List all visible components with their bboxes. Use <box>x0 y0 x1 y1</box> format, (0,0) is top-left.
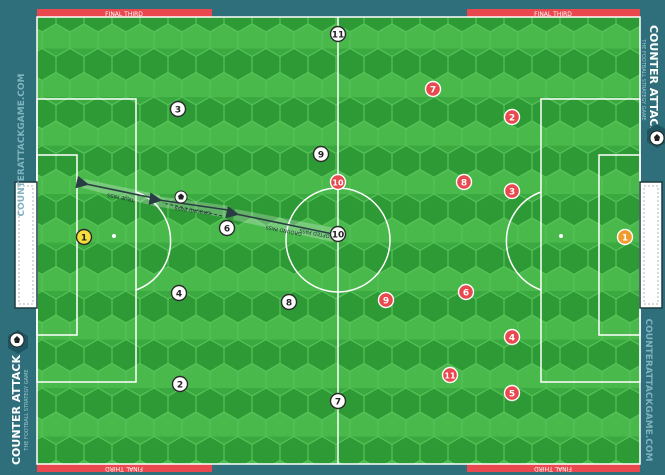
white-player-token[interactable]: 6 <box>220 221 235 236</box>
red-player-token[interactable]: 3 <box>505 184 520 199</box>
white-player-token[interactable]: 4 <box>172 286 187 301</box>
goal-right <box>640 182 662 308</box>
token-number: 10 <box>332 179 344 188</box>
white-goalkeeper-token[interactable]: 1 <box>77 230 92 245</box>
red-player-token[interactable]: 2 <box>505 110 520 125</box>
token-number: 8 <box>286 299 292 309</box>
white-player-token[interactable]: 10 <box>331 227 346 242</box>
token-number: 7 <box>335 398 341 408</box>
token-number: 9 <box>383 297 389 307</box>
white-player-token[interactable]: 8 <box>282 295 297 310</box>
branding-name-right: COUNTER ATTACK <box>647 25 660 136</box>
red-player-token[interactable]: 11 <box>443 368 458 383</box>
token-number: 5 <box>509 390 515 400</box>
red-goalkeeper-token[interactable]: 1 <box>618 230 633 245</box>
white-player-token[interactable]: 7 <box>331 394 346 409</box>
red-player-token[interactable]: 6 <box>459 285 474 300</box>
token-number: 11 <box>332 31 345 41</box>
token-number: 6 <box>463 289 469 299</box>
token-number: 2 <box>177 381 183 391</box>
token-number: 1 <box>81 234 87 244</box>
red-player-token[interactable]: 7 <box>426 82 441 97</box>
white-player-token[interactable]: 9 <box>314 147 329 162</box>
red-player-token[interactable]: 4 <box>505 330 520 345</box>
token-number: 4 <box>509 334 515 344</box>
token-number: 3 <box>175 106 181 116</box>
branding-name-left: COUNTER ATTACK <box>10 355 23 466</box>
token-number: 2 <box>509 114 515 124</box>
ball-icon[interactable] <box>175 191 187 203</box>
red-player-token[interactable]: 5 <box>505 386 520 401</box>
token-number: 9 <box>318 151 324 161</box>
white-player-token[interactable]: 11 <box>331 27 346 42</box>
token-number: 7 <box>430 86 436 96</box>
white-player-token[interactable]: 3 <box>171 102 186 117</box>
branding-tagline-left: THE FOOTBALL STRATEGY GAME <box>24 369 30 451</box>
token-number: 10 <box>332 231 345 241</box>
white-player-token[interactable]: 2 <box>173 377 188 392</box>
token-number: 4 <box>176 290 182 300</box>
token-number: 6 <box>224 225 230 235</box>
red-player-token[interactable]: 10 <box>331 175 346 190</box>
token-number: 11 <box>444 372 456 381</box>
token-number: 1 <box>622 234 628 244</box>
red-player-token[interactable]: 8 <box>457 175 472 190</box>
red-player-token[interactable]: 9 <box>379 293 394 308</box>
token-number: 3 <box>509 188 515 198</box>
final-third-label-bottom-left: FINAL THIRD <box>105 465 143 472</box>
branding-tagline-right: THE FOOTBALL STRATEGY GAME <box>640 38 646 120</box>
branding-url-left: COUNTERATTACKGAME.COM <box>17 73 27 216</box>
token-number: 8 <box>461 179 467 189</box>
branding-url-right: COUNTERATTACKGAME.COM <box>643 319 653 462</box>
final-third-label-bottom-right: FINAL THIRD <box>534 465 572 472</box>
